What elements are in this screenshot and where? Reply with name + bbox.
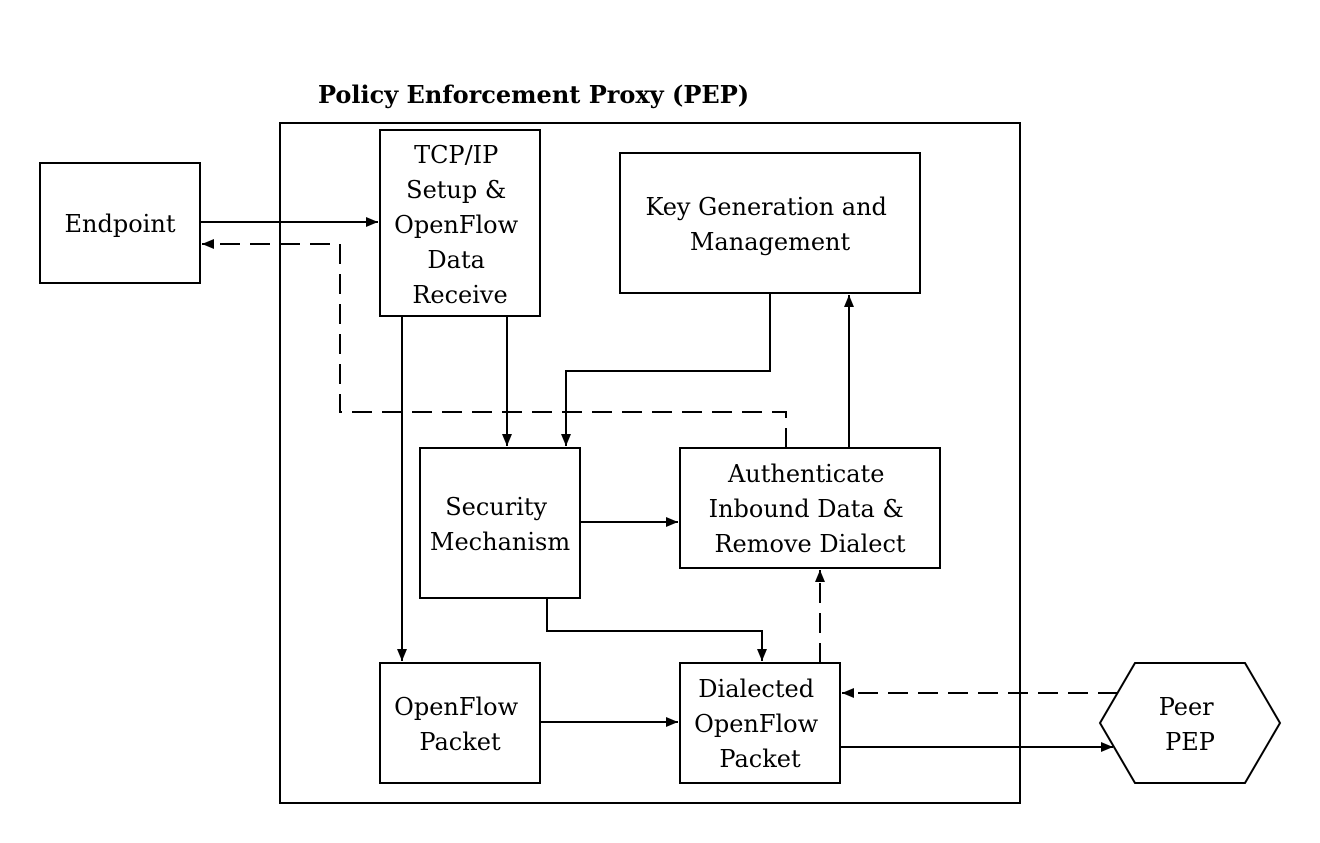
pep-title: Policy Enforcement Proxy (PEP) [318,80,749,109]
peer-pep-label: Peer PEP [1159,693,1222,756]
edges [200,217,1118,752]
node-openflow-packet: OpenFlow Packet [379,662,541,784]
openflow-packet-label: OpenFlow Packet [394,693,526,756]
dialected-packet-label: Dialected OpenFlow Packet [694,675,826,773]
authenticate-box [679,447,941,569]
security-mechanism-box [419,447,581,599]
pep-container [279,122,1021,804]
edge-auth-to-endpoint [202,239,787,448]
node-authenticate: Authenticate Inbound Data & Remove Diale… [679,447,941,569]
key-generation-label: Key Generation and Management [645,193,894,256]
tcp-setup-box [379,129,541,317]
endpoint-label: Endpoint [65,210,176,238]
endpoint-box [39,162,201,284]
node-tcp-setup: TCP/IP Setup & OpenFlow Data Receive [379,129,541,317]
key-generation-box [619,152,921,294]
dialected-packet-box [679,662,841,784]
node-peer-pep: Peer PEP [1098,662,1282,784]
openflow-packet-box [379,662,541,784]
node-security-mechanism: Security Mechanism [419,447,581,599]
edge-security-to-dialected [546,598,767,661]
node-key-generation: Key Generation and Management [619,152,921,294]
security-mechanism-label: Security Mechanism [430,493,570,556]
node-dialected-packet: Dialected OpenFlow Packet [679,662,841,784]
tcp-setup-label: TCP/IP Setup & OpenFlow Data Receive [394,141,526,309]
node-endpoint: Endpoint [39,162,201,284]
peer-pep-hexagon [1098,662,1282,784]
authenticate-label: Authenticate Inbound Data & Remove Diale… [709,460,912,558]
edge-keygen-to-security [561,293,771,446]
